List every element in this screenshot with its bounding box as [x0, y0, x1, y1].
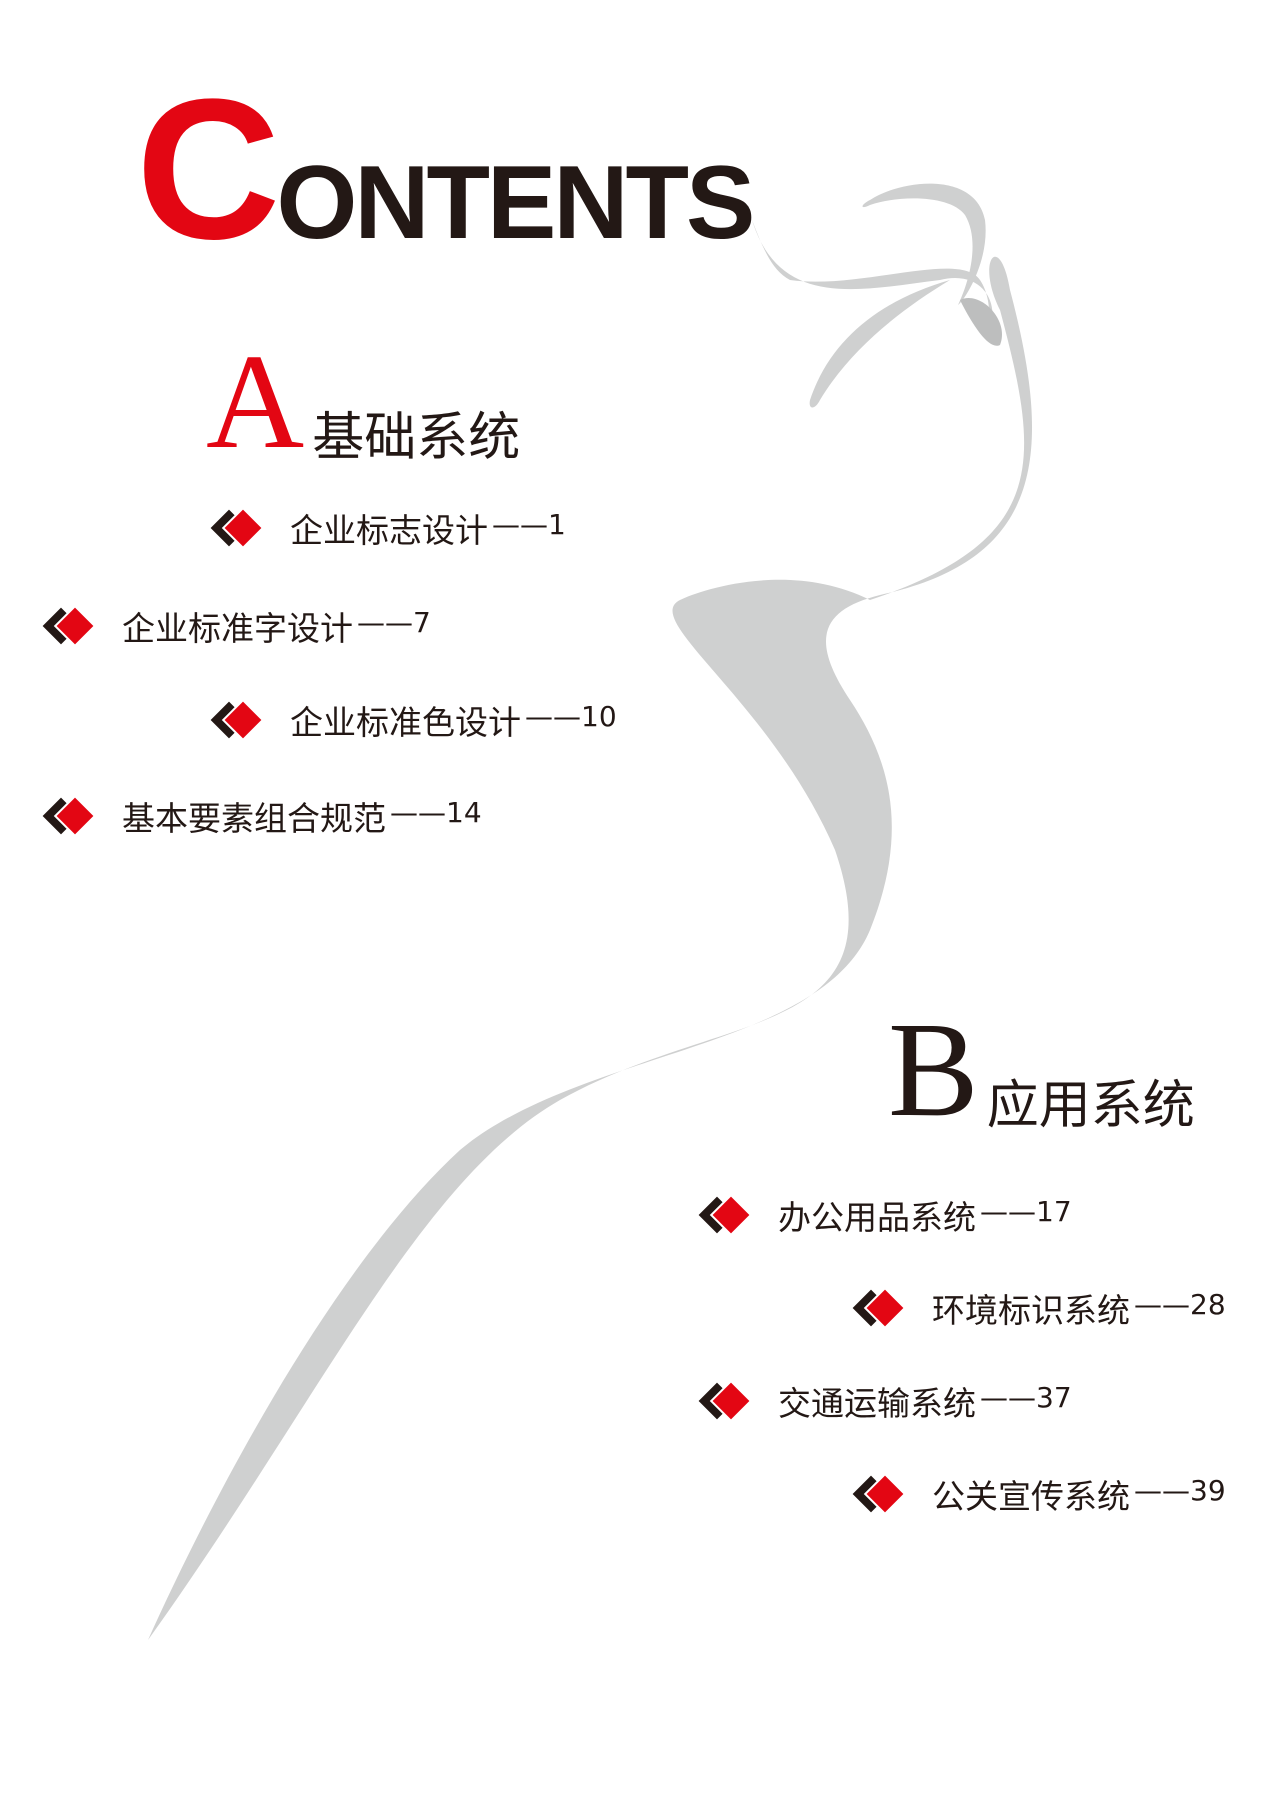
toc-item-label: 企业标准字设计: [122, 609, 353, 648]
toc-item-label: 企业标志设计: [290, 511, 488, 550]
toc-item-label: 企业标准色设计: [290, 703, 521, 742]
section-b-name: 应用系统: [986, 1076, 1195, 1136]
diamond-bullet-icon: [698, 1376, 750, 1426]
toc-item-color[interactable]: 企业标准色设计 ——10: [210, 695, 617, 745]
toc-item-transport[interactable]: 交通运输系统 ——37: [698, 1376, 1072, 1426]
toc-item-label: 环境标识系统: [932, 1291, 1130, 1330]
toc-item-page: ——10: [525, 699, 617, 733]
section-b-letter: B: [888, 995, 979, 1145]
toc-item-page: ——37: [980, 1380, 1072, 1414]
diamond-bullet-icon: [42, 601, 94, 651]
title-rest: ONTENTS: [276, 145, 755, 261]
title-initial: C: [136, 58, 280, 281]
diamond-bullet-icon: [210, 695, 262, 745]
toc-item-combination[interactable]: 基本要素组合规范 ——14: [42, 791, 482, 841]
toc-item-label: 基本要素组合规范: [122, 799, 386, 838]
toc-item-page: ——7: [357, 605, 431, 639]
toc-item-page: ——14: [390, 795, 482, 829]
toc-item-page: ——1: [492, 507, 566, 541]
contents-title: CONTENTS: [136, 70, 755, 270]
toc-item-signage[interactable]: 环境标识系统 ——28: [852, 1283, 1226, 1333]
section-a-letter: A: [206, 327, 305, 477]
toc-item-label: 交通运输系统: [778, 1384, 976, 1423]
toc-item-page: ——39: [1134, 1473, 1226, 1507]
diamond-bullet-icon: [852, 1283, 904, 1333]
toc-item-logo[interactable]: 企业标志设计 ——1: [210, 503, 566, 553]
toc-item-typeface[interactable]: 企业标准字设计 ——7: [42, 601, 431, 651]
diamond-bullet-icon: [42, 791, 94, 841]
diamond-bullet-icon: [852, 1469, 904, 1519]
toc-item-label: 办公用品系统: [778, 1198, 976, 1237]
toc-item-page: ——17: [980, 1194, 1072, 1228]
diamond-bullet-icon: [210, 503, 262, 553]
toc-item-page: ——28: [1134, 1287, 1226, 1321]
diamond-bullet-icon: [698, 1190, 750, 1240]
toc-item-label: 公关宣传系统: [932, 1477, 1130, 1516]
toc-item-pr[interactable]: 公关宣传系统 ——39: [852, 1469, 1226, 1519]
section-a-name: 基础系统: [312, 408, 521, 468]
toc-item-office[interactable]: 办公用品系统 ——17: [698, 1190, 1072, 1240]
